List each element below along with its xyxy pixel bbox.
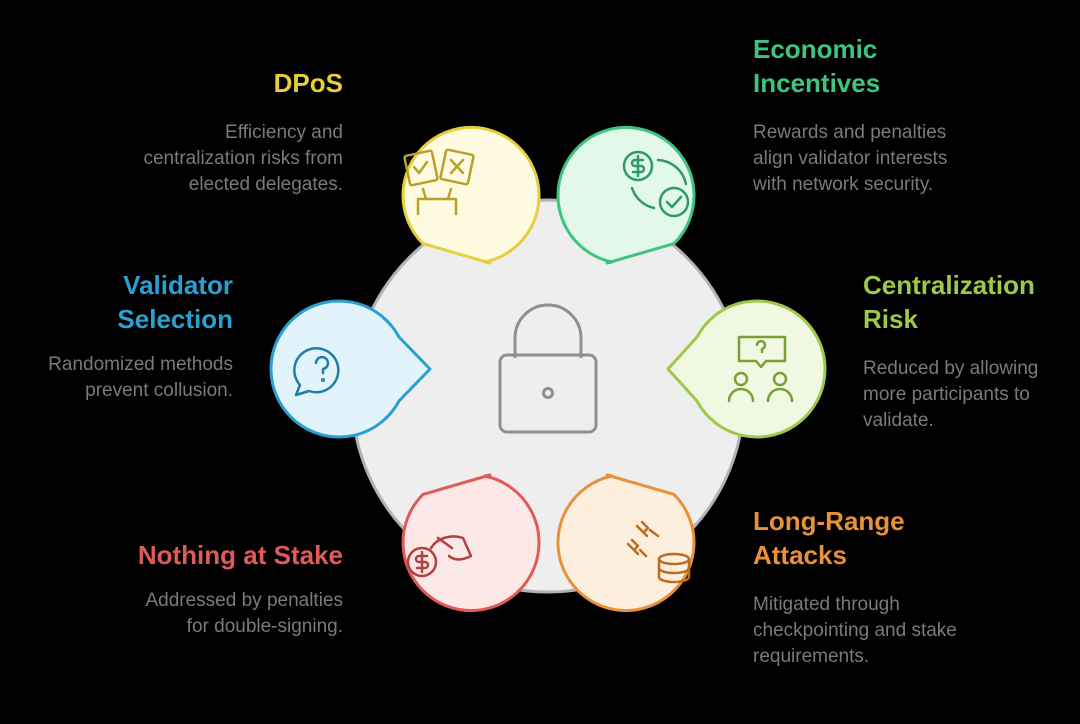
economic-incentives-pin <box>556 126 696 265</box>
hand-coin-icon <box>406 535 473 578</box>
validator-selection-title: Validator Selection <box>117 270 233 334</box>
ballot-voting-icon <box>403 148 475 216</box>
validator-selection-description: Randomized methods prevent collusion. <box>48 354 233 401</box>
padlock-icon <box>498 303 598 434</box>
centralization-risk-pin <box>666 299 827 439</box>
centralization-risk-description: Reduced by allowing more participants to… <box>863 358 1039 431</box>
dollar-check-cycle-icon <box>622 150 690 218</box>
economic-incentives-description: Rewards and penalties align validator in… <box>753 122 948 195</box>
dpos-description: Efficiency and centralization risks from… <box>143 122 343 195</box>
darts-coins-icon <box>626 520 691 584</box>
dpos-pin <box>401 126 541 265</box>
centralization-risk-title: Centralization Risk <box>863 270 1035 334</box>
users-question-icon <box>727 335 794 403</box>
long-range-attacks-pin <box>556 473 696 612</box>
long-range-attacks-description: Mitigated through checkpointing and stak… <box>753 594 957 667</box>
question-bubble-icon <box>293 347 340 397</box>
dpos-title: DPoS <box>273 68 343 98</box>
nothing-at-stake-title: Nothing at Stake <box>137 540 343 570</box>
validator-selection-pin <box>269 299 432 439</box>
long-range-attacks-title: Long-Range Attacks <box>753 506 905 570</box>
nothing-at-stake-pin <box>401 473 541 612</box>
nothing-at-stake-description: Addressed by penalties for double-signin… <box>145 590 343 637</box>
economic-incentives-title: Economic Incentives <box>753 34 881 98</box>
